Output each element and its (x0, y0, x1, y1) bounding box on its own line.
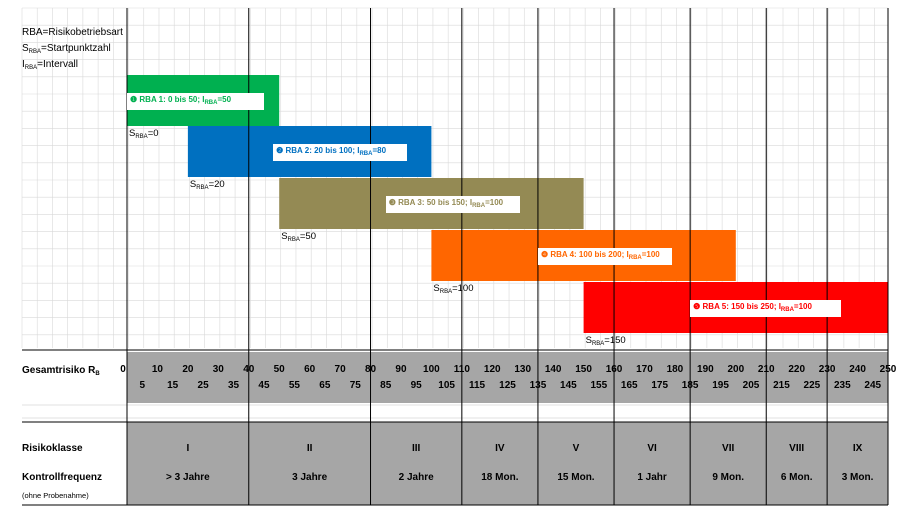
bar-label-rba5: ❺ RBA 5: 150 bis 250; IRBA=100 (690, 300, 842, 317)
tick-bottom: 35 (227, 380, 240, 391)
tick-top: 160 (605, 364, 623, 375)
start-label-rba5: SRBA=150 (585, 335, 626, 347)
tick-top: 100 (423, 364, 440, 375)
control-frequency: 2 Jahre (398, 472, 434, 483)
tick-top: 180 (666, 364, 684, 375)
risk-class: III (412, 443, 421, 454)
tick-bottom: 185 (681, 380, 699, 391)
tick-bottom: 225 (803, 380, 821, 391)
tick-bottom: 165 (620, 380, 638, 391)
risk-class: VII (722, 443, 735, 454)
tick-bottom: 95 (410, 380, 422, 391)
tick-bottom: 105 (438, 380, 455, 391)
risk-class: I (186, 443, 190, 454)
tick-bottom: 235 (833, 380, 851, 391)
legend-srba: SRBA=Startpunktzahl (22, 43, 111, 55)
tick-bottom: 125 (499, 380, 516, 391)
tick-top: 200 (727, 364, 745, 375)
tick-top: 150 (575, 364, 592, 375)
tick-top: 240 (849, 364, 866, 375)
control-frequency: 18 Mon. (481, 472, 519, 483)
frequency-label: Kontrollfrequenz (22, 472, 102, 483)
control-frequency: > 3 Jahre (166, 472, 210, 483)
start-label-rba2: SRBA=20 (189, 179, 225, 191)
risk-class-label: Risikoklasse (22, 443, 83, 454)
tick-top: 10 (151, 364, 163, 375)
control-frequency: 9 Mon. (712, 472, 744, 483)
start-label-rba1: SRBA=0 (129, 128, 159, 140)
tick-top: 190 (697, 364, 714, 375)
tick-bottom: 65 (319, 380, 331, 391)
legend-irba: IRBA=Intervall (22, 59, 78, 71)
bar-label-rba4: ❹ RBA 4: 100 bis 200; IRBA=100 (537, 248, 672, 265)
tick-bottom: 75 (349, 380, 361, 391)
control-frequency: 15 Mon. (557, 472, 595, 483)
risk-class: VIII (789, 443, 805, 454)
tick-top: 170 (636, 364, 653, 375)
tick-bottom: 215 (773, 380, 790, 391)
risk-class: IX (852, 443, 863, 454)
tick-top: 140 (544, 364, 562, 375)
tick-bottom: 155 (590, 380, 608, 391)
tick-bottom: 55 (288, 380, 300, 391)
tick-bottom: 5 (139, 380, 145, 391)
tick-bottom: 25 (197, 380, 209, 391)
bar-label-rba1: ❶ RBA 1: 0 bis 50; IRBA=50 (127, 93, 264, 110)
tick-top: 90 (395, 364, 407, 375)
bar-label-rba3: ❸ RBA 3: 50 bis 150; IRBA=100 (385, 196, 520, 213)
tick-top: 40 (243, 364, 255, 375)
class-band (127, 422, 888, 505)
tick-top: 230 (818, 364, 836, 375)
tick-top: 250 (879, 364, 897, 375)
tick-bottom: 85 (380, 380, 392, 391)
risk-class: IV (495, 443, 505, 454)
tick-top: 220 (788, 364, 806, 375)
legend-rba: RBA=Risikobetriebsart (22, 27, 123, 38)
frequency-note: (ohne Probenahme) (22, 491, 89, 500)
control-frequency: 1 Jahr (637, 472, 667, 483)
tick-bottom: 175 (651, 380, 669, 391)
tick-top: 50 (273, 364, 285, 375)
tick-top: 60 (304, 364, 316, 375)
control-frequency: 6 Mon. (780, 472, 813, 483)
start-label-rba4: SRBA=100 (433, 283, 474, 295)
risk-class: VI (647, 443, 657, 454)
tick-top: 210 (757, 364, 775, 375)
tick-top: 20 (182, 364, 194, 375)
risk-class: II (306, 443, 313, 454)
scale-band (127, 352, 888, 403)
tick-bottom: 15 (167, 380, 179, 391)
tick-bottom: 115 (468, 380, 486, 391)
control-frequency: 3 Mon. (841, 472, 874, 483)
bar-label-rba2: ❷ RBA 2: 20 bis 100; IRBA=80 (273, 144, 408, 161)
tick-bottom: 245 (864, 380, 882, 391)
tick-top: 80 (364, 364, 377, 375)
start-label-rba3: SRBA=50 (281, 231, 316, 243)
tick-bottom: 145 (560, 380, 577, 391)
risk-class: V (572, 443, 580, 454)
tick-top: 70 (334, 364, 346, 375)
tick-top: 0 (120, 364, 126, 375)
tick-top: 110 (453, 364, 470, 375)
tick-top: 30 (212, 364, 224, 375)
tick-top: 120 (483, 364, 501, 375)
control-frequency: 3 Jahre (292, 472, 328, 483)
scale-label: Gesamtrisiko RB (22, 365, 100, 377)
tick-bottom: 195 (712, 380, 729, 391)
tick-bottom: 135 (529, 380, 547, 391)
tick-bottom: 45 (258, 380, 270, 391)
tick-top: 130 (514, 364, 532, 375)
tick-bottom: 205 (742, 380, 760, 391)
